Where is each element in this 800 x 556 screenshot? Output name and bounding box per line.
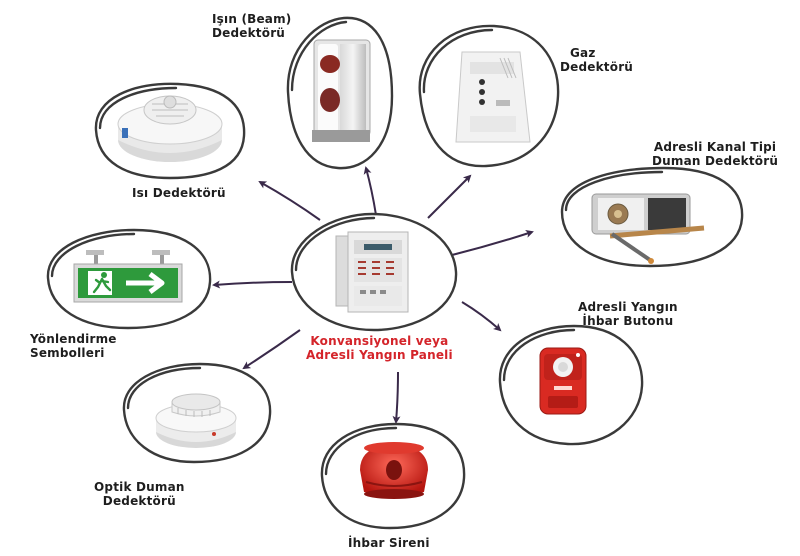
duct-smoke-detector-icon — [591, 193, 705, 264]
node-rings — [46, 16, 744, 530]
arrow-to-beam — [363, 166, 377, 216]
arrow-to-heat — [258, 181, 321, 221]
ring-heat — [94, 82, 246, 180]
label-alarm-siren: İhbar Sireni — [348, 536, 430, 550]
ring-exit — [46, 228, 212, 330]
heat-detector-icon — [117, 95, 223, 162]
label-beam-detector: Işın (Beam) Dedektörü — [212, 12, 292, 40]
ring-beam — [286, 16, 394, 170]
ring-optic — [122, 362, 272, 464]
ring-center — [290, 212, 458, 332]
arrow-to-siren — [392, 371, 401, 424]
arrow-to-duct — [451, 230, 534, 256]
ring-duct — [560, 166, 744, 268]
arrow-to-exit — [212, 280, 293, 289]
beam-detector-icon — [312, 39, 371, 142]
label-heat-detector: Isı Dedektörü — [132, 186, 226, 200]
label-gas-detector: Gaz Dedektörü — [560, 46, 634, 74]
exit-sign-icon — [73, 250, 183, 303]
alarm-siren-icon — [360, 442, 428, 499]
fire-alarm-button-icon — [539, 347, 587, 415]
arrow-to-button — [461, 301, 502, 332]
ring-button — [498, 324, 644, 446]
arrow-to-optic — [242, 329, 301, 370]
ring-siren — [320, 422, 466, 530]
label-direction-signs: Yönlendirme Sembolleri — [30, 332, 117, 360]
label-fire-alarm-button: Adresli Yangın İhbar Butonu — [578, 300, 678, 328]
optical-smoke-detector-icon — [155, 393, 237, 448]
connector-arrows — [212, 166, 534, 424]
label-fire-panel: Konvansiyonel veya Adresli Yangın Paneli — [306, 334, 453, 362]
ring-gas — [418, 24, 560, 168]
fire-panel-icon — [335, 231, 409, 313]
arrow-to-gas — [427, 174, 472, 219]
gas-detector-icon — [455, 51, 531, 143]
label-optical-smoke-detector: Optik Duman Dedektörü — [94, 480, 185, 508]
label-duct-smoke-detector: Adresli Kanal Tipi Duman Dedektörü — [652, 140, 779, 168]
